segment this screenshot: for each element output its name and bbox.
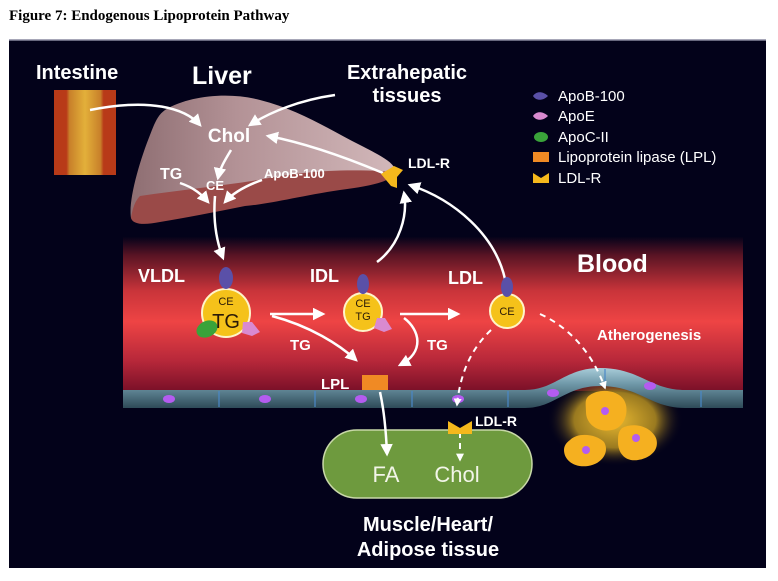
idl-core-ce: CE xyxy=(355,298,370,310)
vldl-core-ce: CE xyxy=(218,296,233,308)
legend: ApoB-100 ApoE ApoC-II Lipoprotein lipase… xyxy=(533,88,716,187)
endothelium xyxy=(123,368,743,408)
legend-label: ApoE xyxy=(558,108,595,125)
ldl-receptor-liver xyxy=(381,166,403,188)
lpl-icon xyxy=(533,152,549,162)
fa-label: FA xyxy=(373,462,400,487)
endothelium-cell-borders xyxy=(218,369,702,407)
extrahepatic-label-line1: Extrahepatic xyxy=(347,62,467,84)
liver-ldlr-label: LDL-R xyxy=(408,155,450,171)
dashed-arrows xyxy=(453,313,607,462)
legend-item-apocii: ApoC-II xyxy=(534,129,609,146)
vldl-particle: CE TG xyxy=(196,267,260,338)
liver-label: Liver xyxy=(192,62,252,90)
tg-release-label-1: TG xyxy=(290,337,311,354)
ldl-particle: CE xyxy=(489,277,525,329)
extrahepatic-label-line2: tissues xyxy=(373,85,442,107)
blood-label: Blood xyxy=(577,250,648,278)
lpl-label: LPL xyxy=(321,376,349,393)
apob100-icon xyxy=(533,92,548,100)
tissue-chol-label: Chol xyxy=(434,462,479,487)
lipoprotein-lipase xyxy=(362,375,388,390)
intestine-icon xyxy=(54,90,116,175)
tissue-ldlr-label: LDL-R xyxy=(475,413,517,429)
figure-title: Figure 7: Endogenous Lipoprotein Pathway xyxy=(9,8,290,24)
tg-release-label-2: TG xyxy=(427,337,448,354)
legend-item-apob100: ApoB-100 xyxy=(533,88,625,105)
intestine-label: Intestine xyxy=(36,62,118,84)
liver-tg-label: TG xyxy=(160,166,182,183)
apoe-icon xyxy=(533,112,548,120)
atherogenesis-label: Atherogenesis xyxy=(597,327,701,344)
idl-particle: CE TG xyxy=(343,274,392,332)
legend-label: Lipoprotein lipase (LPL) xyxy=(558,149,716,166)
legend-item-ldlr: LDL-R xyxy=(533,170,602,187)
apocii-icon xyxy=(534,132,548,142)
legend-item-lpl: Lipoprotein lipase (LPL) xyxy=(533,149,716,166)
legend-label: ApoC-II xyxy=(558,129,609,146)
legend-label: LDL-R xyxy=(558,170,602,187)
idl-core-tg: TG xyxy=(355,311,370,323)
ldlr-icon xyxy=(533,173,549,183)
tissue-name-line1: Muscle/Heart/ xyxy=(363,514,493,536)
vldl-label: VLDL xyxy=(138,266,185,286)
foam-cells xyxy=(564,390,657,467)
pathway-arrows xyxy=(89,93,507,457)
legend-item-apoe: ApoE xyxy=(533,108,595,125)
vldl-core-tg: TG xyxy=(212,311,240,333)
tissue-name-line2: Adipose tissue xyxy=(357,539,499,561)
ldl-receptor-tissue xyxy=(448,421,472,434)
ldl-label: LDL xyxy=(448,268,483,288)
legend-label: ApoB-100 xyxy=(558,88,625,105)
liver-chol-label: Chol xyxy=(208,126,250,147)
liver-ce-label: CE xyxy=(206,178,224,193)
idl-label: IDL xyxy=(310,266,339,286)
liver-apob-label: ApoB-100 xyxy=(264,166,325,181)
muscle-heart-adipose-tissue xyxy=(322,429,533,499)
ldl-core-ce: CE xyxy=(499,306,514,318)
